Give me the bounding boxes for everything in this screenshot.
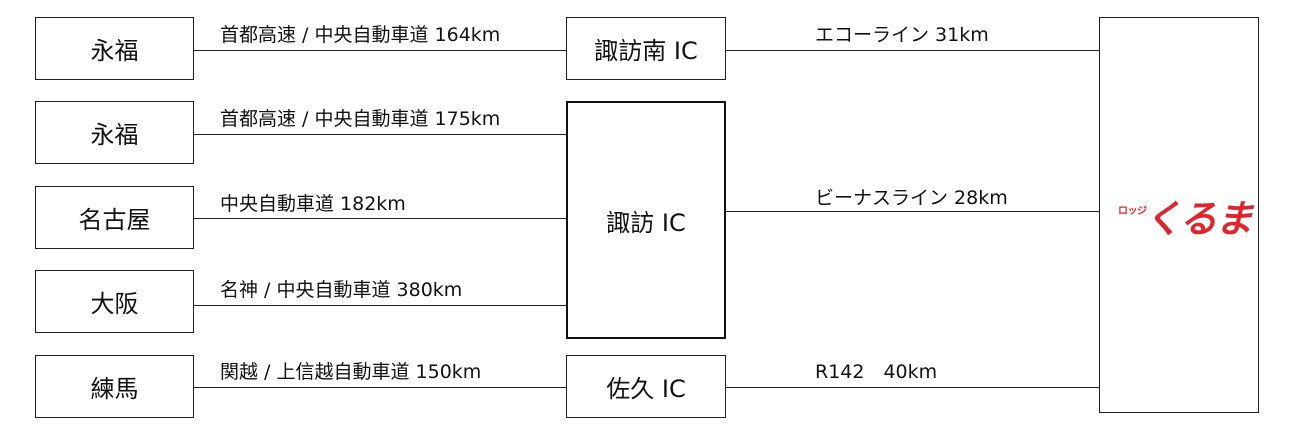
route-label: 名神 / 中央自動車道 380km	[220, 279, 463, 301]
origin-eifuku-1: 永福	[35, 17, 194, 80]
logo-small-text: ロッジ	[1118, 206, 1147, 217]
ic-label: 諏訪南 IC	[594, 37, 698, 65]
route-label: 中央自動車道 182km	[220, 193, 406, 215]
origin-label: 大阪	[90, 290, 139, 318]
connector-line	[194, 50, 566, 51]
origin-label: 練馬	[90, 375, 139, 403]
connector-line	[194, 305, 566, 306]
route-label: R142 40km	[815, 361, 938, 383]
ic-label: 佐久 IC	[606, 375, 686, 403]
route-label: ビーナスライン 28km	[815, 187, 1008, 209]
connector-line	[726, 50, 1099, 51]
origin-nerima: 練馬	[35, 355, 194, 418]
origin-eifuku-2: 永福	[35, 101, 194, 164]
connector-line	[194, 387, 566, 388]
ic-suwa: 諏訪 IC	[566, 101, 726, 339]
connector-line	[726, 387, 1099, 388]
logo-main-text: くるま	[1144, 197, 1253, 241]
ic-saku: 佐久 IC	[566, 355, 726, 418]
origin-osaka: 大阪	[35, 270, 194, 333]
route-label: エコーライン 31km	[815, 24, 989, 46]
origin-label: 永福	[90, 121, 139, 149]
connector-line	[726, 211, 1099, 212]
destination-box: ロッジ くるま	[1099, 17, 1259, 413]
origin-label: 名古屋	[78, 206, 151, 234]
ic-label: 諏訪 IC	[606, 208, 686, 237]
route-label: 首都高速 / 中央自動車道 175km	[220, 108, 501, 130]
origin-label: 永福	[90, 37, 139, 65]
route-label: 関越 / 上信越自動車道 150km	[220, 361, 482, 383]
route-label: 首都高速 / 中央自動車道 164km	[220, 24, 501, 46]
connector-line	[194, 134, 566, 135]
ic-suwa-minami: 諏訪南 IC	[566, 17, 726, 80]
origin-nagoya: 名古屋	[35, 186, 194, 249]
connector-line	[194, 218, 566, 219]
